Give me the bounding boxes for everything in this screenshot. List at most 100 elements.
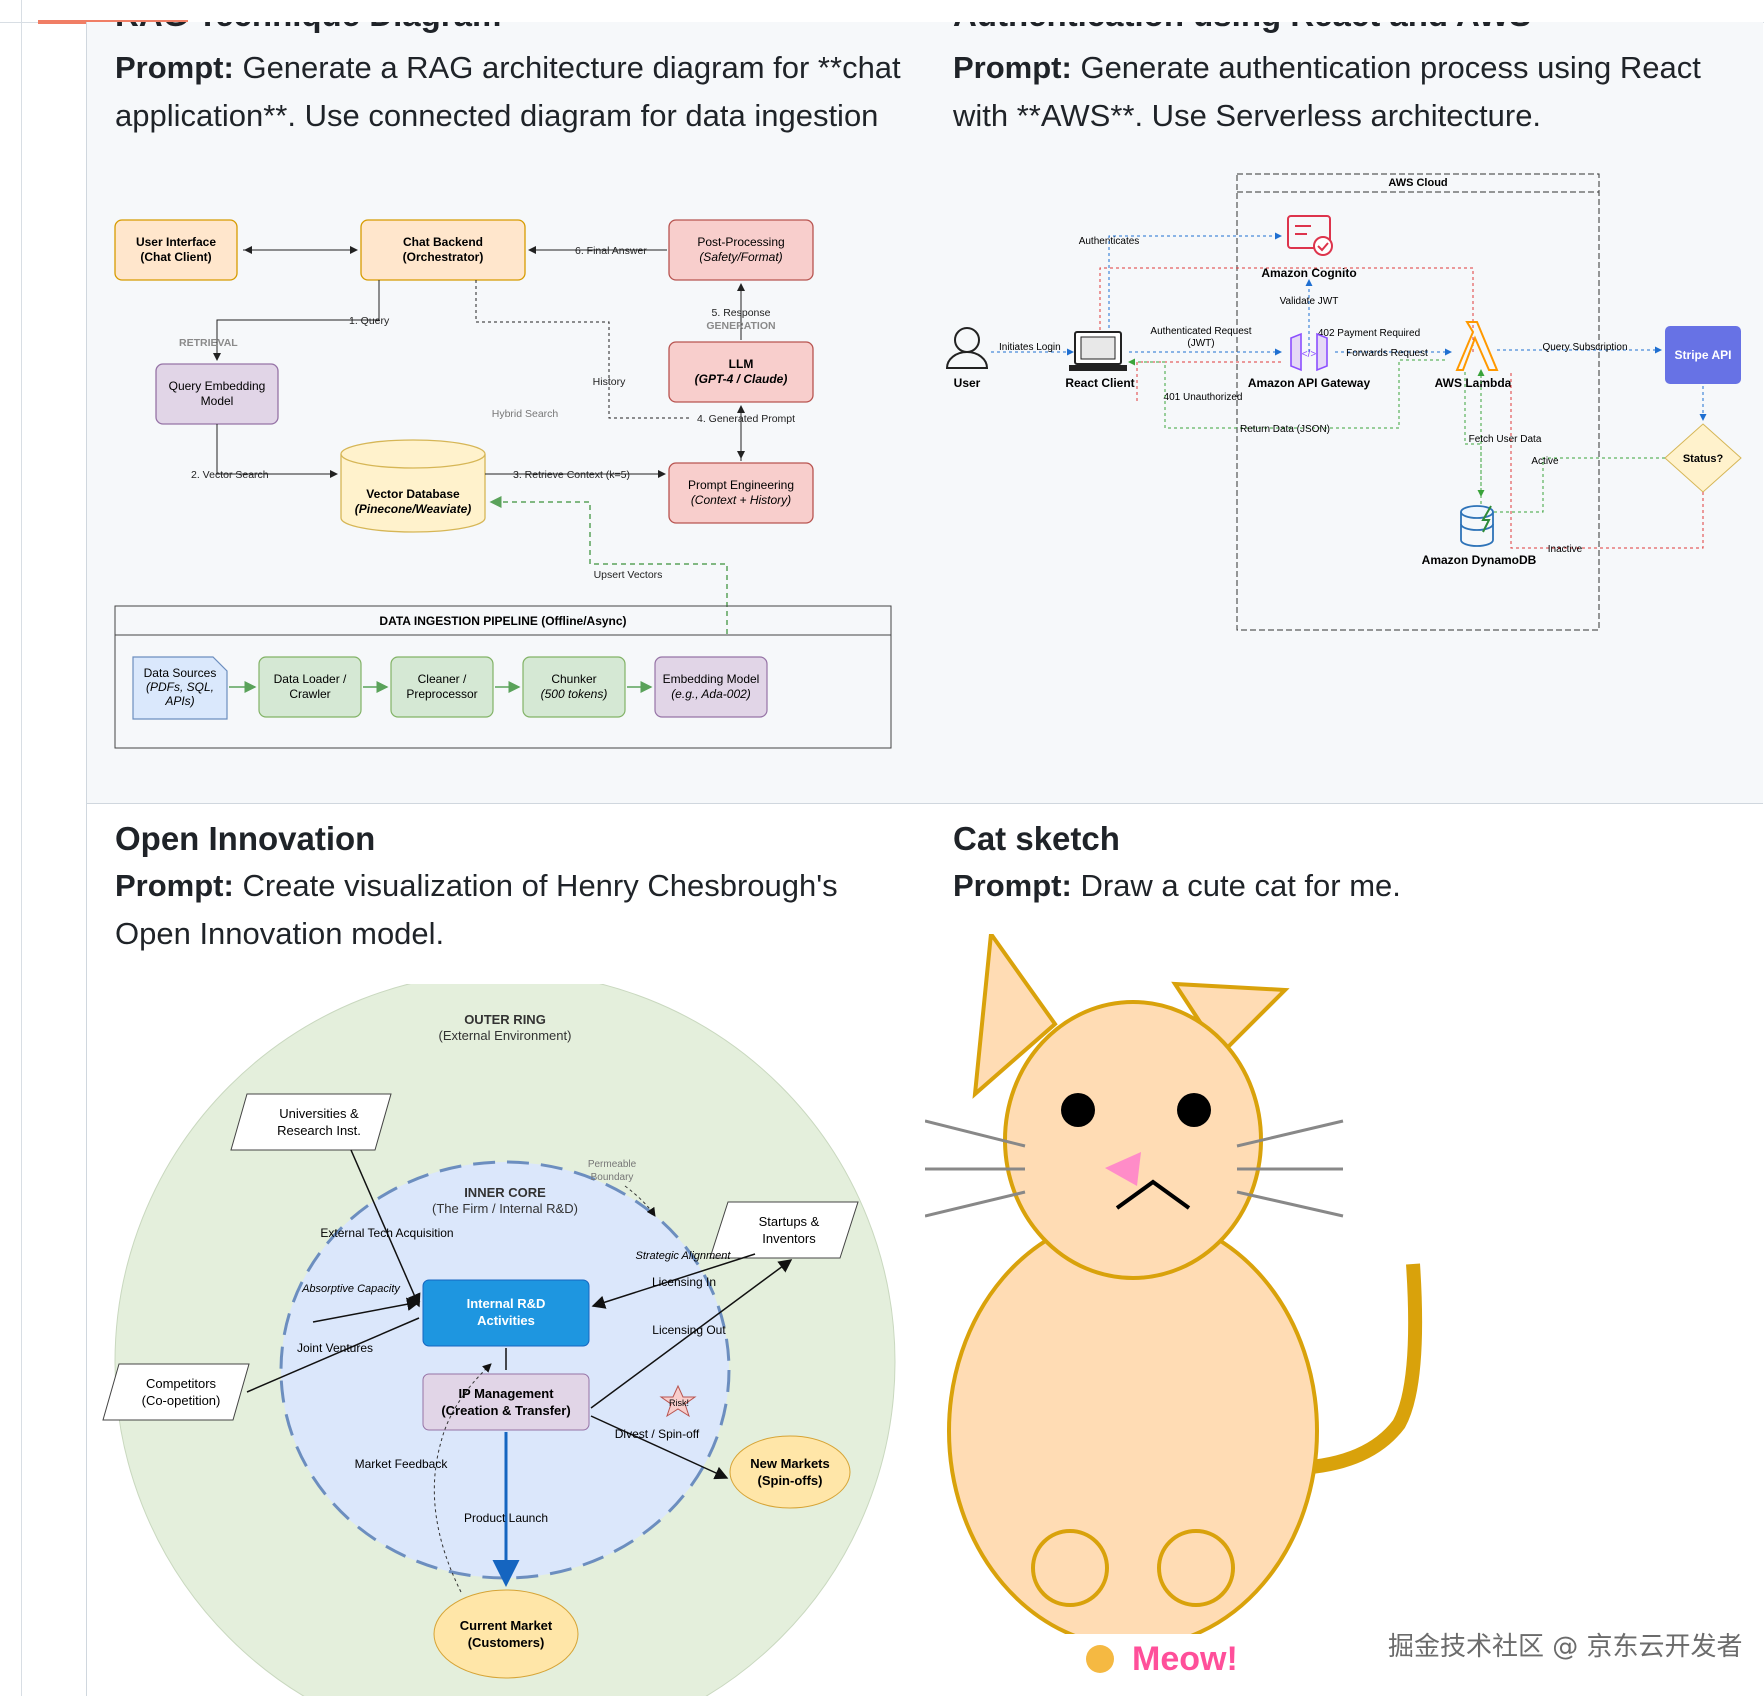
aws-prompt-label: Prompt: [953,50,1072,85]
rag-prompt: Prompt: Generate a RAG architecture diag… [115,44,915,140]
dynamodb-icon [1460,505,1494,547]
label-react: React Client [1065,376,1134,390]
svg-text:Embedding Model: Embedding Model [663,672,760,686]
edge-inactive [1510,370,1704,549]
svg-text:Inventors: Inventors [762,1231,816,1246]
node-vdb: Vector Database (Pinecone/Weaviate) [340,439,486,533]
cat-right-paw [1157,1529,1235,1607]
label-response: 5. Response [712,307,771,319]
svg-text:New Markets: New Markets [750,1456,829,1471]
cat-nose [1105,1152,1141,1186]
svg-text:Startups &: Startups & [759,1214,820,1229]
svg-text:(Orchestrator): (Orchestrator) [403,250,484,264]
label-hybrid: Hybrid Search [492,408,559,420]
svg-text:Data Loader /: Data Loader / [274,672,347,686]
svg-text:Competitors: Competitors [146,1376,217,1391]
svg-text:Status?: Status? [1683,453,1724,465]
node-sources: Data Sources (PDFs, SQL, APIs) [132,656,228,720]
label-initiates: Initiates Login [999,342,1061,353]
node-ip: IP Management (Creation & Transfer) [422,1373,590,1431]
svg-text:</>: </> [1302,349,1317,360]
edge-402 [1096,267,1474,357]
open-innovation-diagram: OUTER RING (External Environment) INNER … [102,984,896,1696]
svg-text:Universities &: Universities & [279,1106,359,1121]
node-qembed: Query Embedding Model [155,363,279,425]
svg-text:Vector Database: Vector Database [366,487,460,501]
rag-title: RAG Technique Diagram [115,22,501,34]
cat-head [1003,1000,1263,1280]
svg-text:(GPT-4 / Claude): (GPT-4 / Claude) [695,372,788,386]
svg-text:Data Sources: Data Sources [144,666,217,680]
svg-text:Research Inst.: Research Inst. [277,1123,361,1138]
node-post: Post-Processing (Safety/Format) [668,219,814,281]
svg-text:(e.g., Ada-002): (e.g., Ada-002) [671,687,751,701]
svg-text:(Creation & Transfer): (Creation & Transfer) [441,1403,570,1418]
label-upsert: Upsert Vectors [594,569,663,581]
aws-prompt-text: Generate authentication process using Re… [953,50,1701,133]
edge-active [1477,369,1665,513]
svg-text:(500 tokens): (500 tokens) [541,687,608,701]
label-forwards: Forwards Request [1346,348,1428,359]
rag-prompt-label: Prompt: [115,50,234,85]
node-backend: Chat Backend (Orchestrator) [360,219,526,281]
edge-history [475,280,689,419]
node-llm: LLM (GPT-4 / Claude) [668,341,814,403]
watermark: 掘金技术社区 @ 京东云开发者 [1388,1632,1743,1662]
label-product-launch: Product Launch [464,1511,548,1525]
svg-text:IP Management: IP Management [458,1386,554,1401]
svg-text:Preprocessor: Preprocessor [406,687,477,701]
rag-cell: RAG Technique Diagram Prompt: Generate a… [86,22,926,804]
label-generated-prompt: 4. Generated Prompt [697,413,795,425]
cognito-icon [1287,215,1333,256]
label-absorptive: Absorptive Capacity [301,1283,401,1295]
label-payment: 402 Payment Required [1318,328,1420,339]
node-competitors: Competitors (Co-opetition) [102,1363,250,1421]
edge-return-data [1128,358,1445,429]
open-innovation-cell: Open Innovation Prompt: Create visualiza… [86,804,926,1696]
svg-text:LLM: LLM [729,357,754,371]
node-current-market: Current Market (Customers) [433,1589,579,1679]
inner-title: INNER CORE [464,1185,546,1200]
risk-star: Risk! [659,1384,697,1418]
svg-text:Internal R&D: Internal R&D [467,1296,546,1311]
cat-title: Cat sketch [953,820,1120,857]
open-prompt-label: Prompt: [115,868,234,903]
svg-text:Current Market: Current Market [460,1618,553,1633]
cat-face-icon [1086,1645,1114,1673]
label-cognito: Amazon Cognito [1261,266,1356,280]
node-loader: Data Loader / Crawler [258,656,362,718]
svg-text:Chat Backend: Chat Backend [403,235,483,249]
label-return-data: Return Data (JSON) [1240,424,1330,435]
node-chunker: Chunker (500 tokens) [522,656,626,718]
cat-cell: Cat sketch Prompt: Draw a cute cat for m… [925,804,1763,1696]
aws-cloud-boundary: AWS Cloud [1236,173,1600,631]
svg-text:User Interface: User Interface [136,235,216,249]
open-prompt-text: Create visualization of Henry Chesbrough… [115,868,838,951]
cat-left-paw [1031,1529,1109,1607]
lambda-icon [1455,321,1499,371]
cat-right-eye [1177,1093,1211,1127]
edge-fetch [1464,372,1485,497]
svg-text:Cleaner /: Cleaner / [418,672,467,686]
permeable-label: Permeable [588,1159,637,1170]
react-client-icon [1069,331,1127,371]
label-strategic: Strategic Alignment [636,1250,732,1262]
label-retrieve-context: 3. Retrieve Context (k=5) [513,469,630,481]
svg-text:Activities: Activities [477,1313,535,1328]
edge-vector-search [216,424,338,478]
svg-text:(Customers): (Customers) [468,1635,545,1650]
svg-text:Query Embedding: Query Embedding [169,379,266,393]
label-lambda: AWS Lambda [1435,376,1512,390]
outer-subtitle: (External Environment) [439,1028,572,1043]
node-rd: Internal R&D Activities [422,1279,590,1347]
open-title: Open Innovation [115,820,376,857]
label-generation: GENERATION [706,320,775,332]
label-licensing-out: Licensing Out [652,1323,726,1337]
label-query: 1. Query [349,315,390,327]
label-vector-search: 2. Vector Search [191,469,269,481]
aws-title: Authentication using React and AWS [953,22,1531,34]
inner-subtitle: (The Firm / Internal R&D) [432,1201,578,1216]
svg-text:Boundary: Boundary [591,1172,634,1183]
label-jwt: (JWT) [1187,338,1214,349]
label-dynamo: Amazon DynamoDB [1422,553,1537,567]
